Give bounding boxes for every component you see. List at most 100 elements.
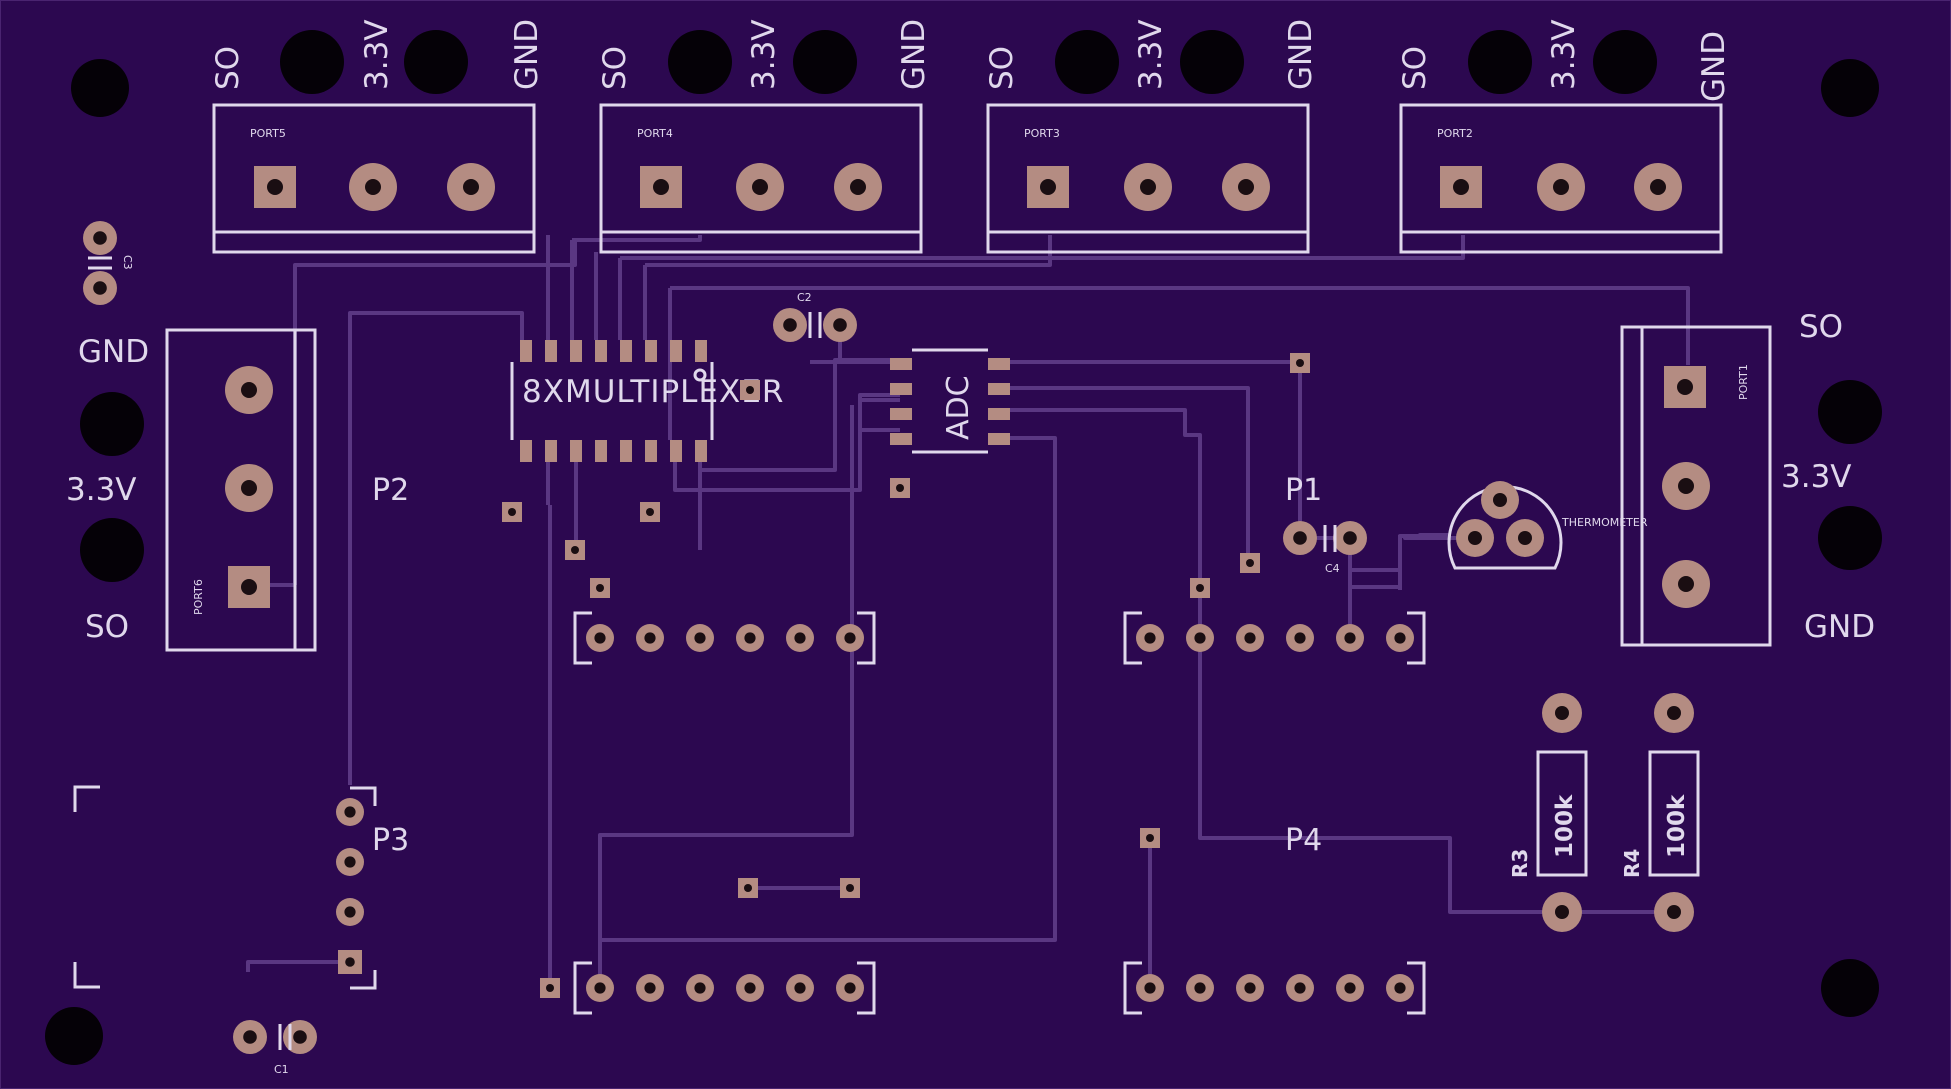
port2-so-label: SO [1397, 46, 1433, 90]
thermometer-sensor: THERMOMETER [1447, 481, 1648, 570]
header-pin [686, 974, 714, 1002]
mount-hole [1821, 959, 1879, 1017]
header-pin [786, 974, 814, 1002]
header-pin [686, 624, 714, 652]
port4-gnd-label: GND [896, 19, 932, 90]
port5-so-label: SO [210, 46, 246, 90]
header-pin [1336, 974, 1364, 1002]
header-pin [1136, 624, 1164, 652]
capacitor-pad [773, 308, 807, 342]
r3-value: 100k [1552, 794, 1578, 858]
p3-label: P3 [372, 823, 409, 858]
screw-pad [668, 30, 732, 94]
header-pin [1386, 974, 1414, 1002]
screw-pad [793, 30, 857, 94]
port3-outline [986, 103, 1310, 254]
p4-label: P4 [1285, 823, 1322, 858]
port4-so-label: SO [597, 46, 633, 90]
adc-label: ADC [941, 375, 976, 440]
r4-value: 100k [1664, 794, 1690, 858]
header-pin [1236, 974, 1264, 1002]
mount-hole [45, 1007, 103, 1065]
c4-label: C4 [1325, 562, 1340, 575]
capacitor-pad [283, 1020, 317, 1054]
screw-pad [1180, 30, 1244, 94]
screw-pad [1468, 30, 1532, 94]
capacitor-pad [823, 308, 857, 342]
screw-pad [280, 30, 344, 94]
capacitor-pad [1333, 521, 1367, 555]
multiplexer-chip: 8XMULTIPLEXER [510, 340, 784, 462]
screw-pad [1818, 506, 1882, 570]
terminal-pads [225, 163, 1710, 608]
mount-hole [1821, 59, 1879, 117]
capacitor-pad [233, 1020, 267, 1054]
header-pin [1236, 624, 1264, 652]
header-pin [1386, 624, 1414, 652]
port1-name: PORT1 [1737, 364, 1750, 400]
port5-3v3-label: 3.3V [359, 19, 395, 90]
screw-pad [1818, 380, 1882, 444]
port1-outline [1620, 325, 1772, 647]
p1-label: P1 [1285, 473, 1322, 508]
port2-gnd-label: GND [1696, 31, 1732, 102]
header-pin [736, 624, 764, 652]
screw-pad [1593, 30, 1657, 94]
screw-pad [80, 518, 144, 582]
header-pin [836, 624, 864, 652]
mux-label: 8XMULTIPLEXER [522, 374, 784, 410]
header-pin [636, 624, 664, 652]
port3-so-label: SO [984, 46, 1020, 90]
port4-3v3-label: 3.3V [746, 19, 782, 90]
p2-label: P2 [372, 473, 409, 508]
screw-pad [80, 392, 144, 456]
port1-3v3-label: 3.3V [1781, 459, 1852, 495]
port6-3v3-label: 3.3V [66, 472, 137, 508]
vias [502, 353, 1310, 998]
port4-outline [599, 103, 923, 254]
screw-pad [1055, 30, 1119, 94]
port6-name: PORT6 [192, 579, 205, 615]
c3-label: C3 [121, 255, 134, 270]
port5-outline [212, 103, 536, 254]
header-pin [1136, 974, 1164, 1002]
port2-name: PORT2 [1437, 127, 1473, 140]
port3-3v3-label: 3.3V [1133, 19, 1169, 90]
mount-hole [71, 59, 129, 117]
port2-outline [1399, 103, 1723, 254]
screw-pad [404, 30, 468, 94]
header-pin [336, 898, 364, 926]
port4-name: PORT4 [637, 127, 673, 140]
header-pin [1186, 624, 1214, 652]
r3-label: R3 [1508, 849, 1532, 878]
capacitor-pad [83, 271, 117, 305]
c1-label: C1 [274, 1063, 289, 1076]
thermometer-label: THERMOMETER [1561, 516, 1648, 529]
header-pin [336, 848, 364, 876]
header-pin [1286, 974, 1314, 1002]
copper-traces [246, 235, 1690, 988]
port5-name: PORT5 [250, 127, 286, 140]
port6-so-label: SO [85, 609, 129, 645]
resistors: 100k 100k R3 R4 [1508, 693, 1700, 932]
port2-3v3-label: 3.3V [1546, 19, 1582, 90]
header-pin [336, 798, 364, 826]
header-pin [586, 974, 614, 1002]
port5-gnd-label: GND [509, 19, 545, 90]
capacitor-pad [83, 221, 117, 255]
header-pin [338, 950, 362, 974]
c2-label: C2 [797, 291, 812, 304]
adc-chip: ADC [890, 348, 1010, 454]
port6-outline [165, 328, 317, 652]
header-pin [786, 624, 814, 652]
header-pin [636, 974, 664, 1002]
header-pin [1286, 624, 1314, 652]
port3-name: PORT3 [1024, 127, 1060, 140]
header-pin [1336, 624, 1364, 652]
port3-gnd-label: GND [1283, 19, 1319, 90]
port6-gnd-label: GND [78, 334, 149, 370]
r4-label: R4 [1620, 849, 1644, 878]
header-pin [586, 624, 614, 652]
header-pin [836, 974, 864, 1002]
